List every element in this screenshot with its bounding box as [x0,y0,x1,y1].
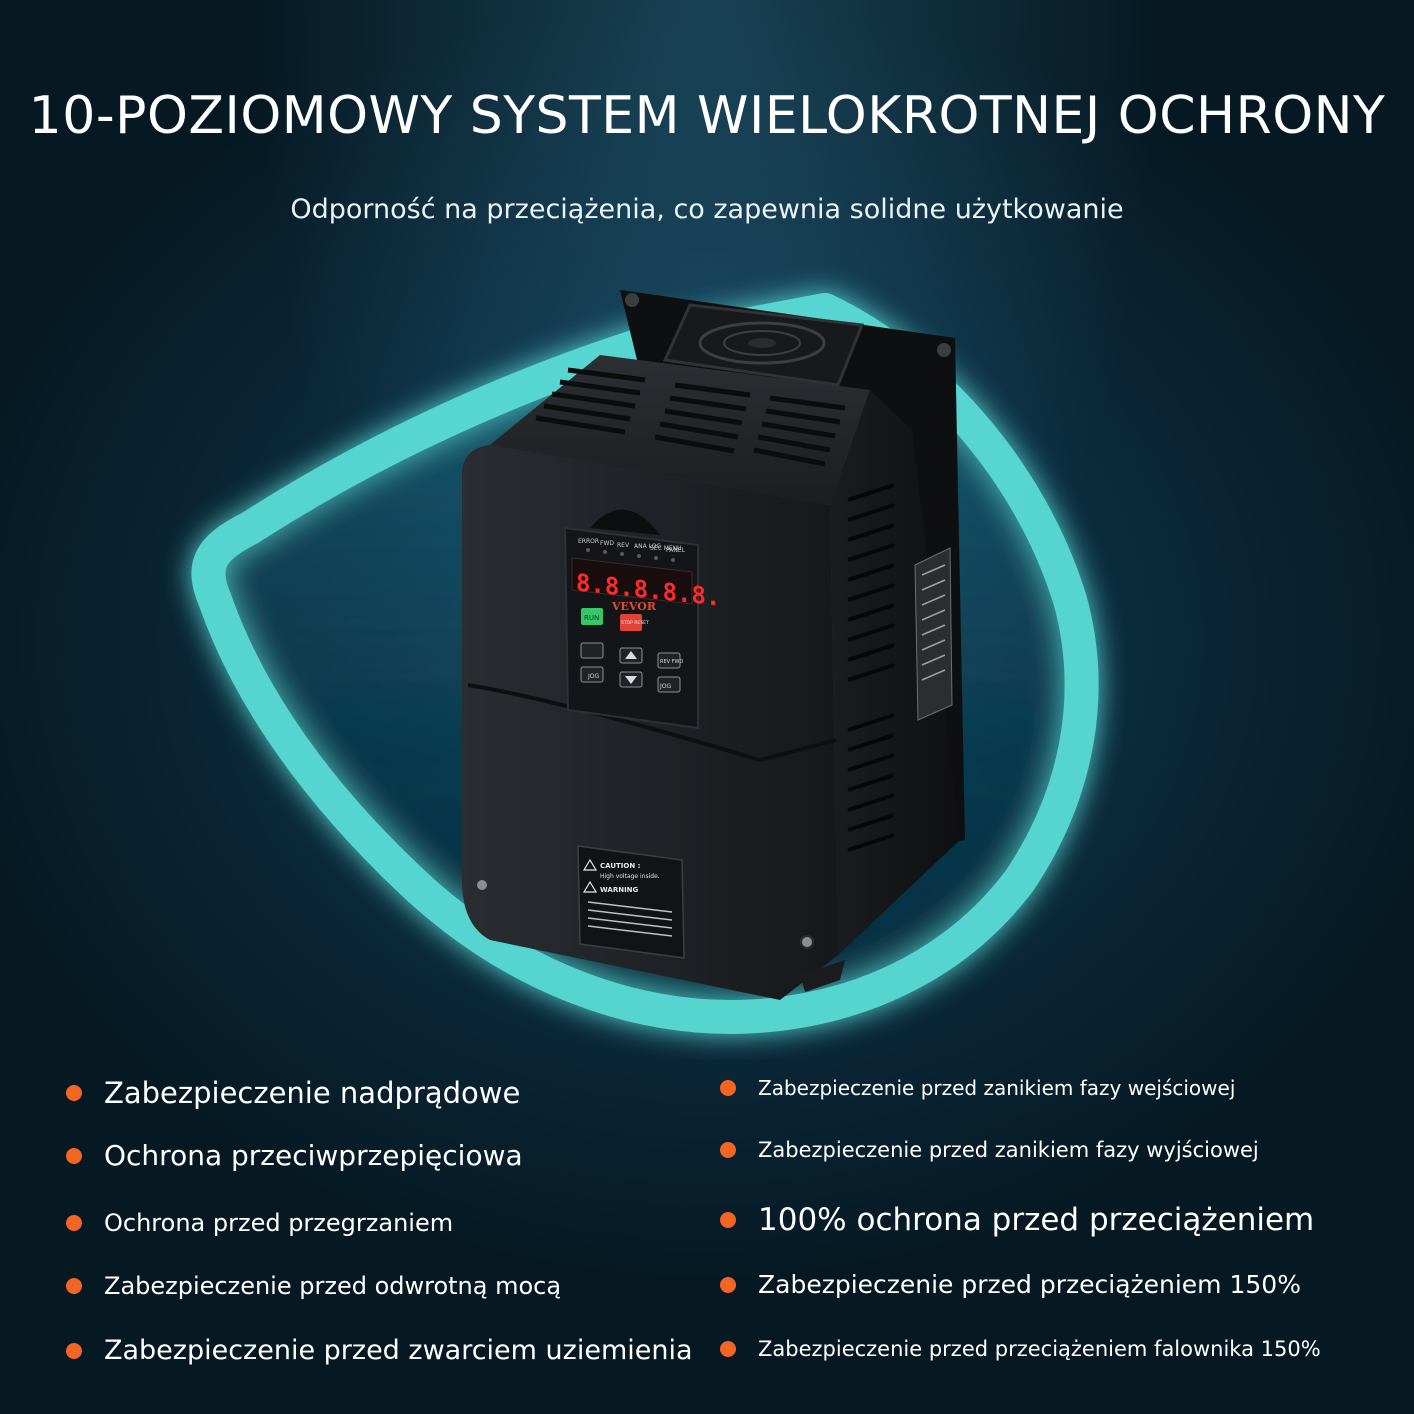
bullet-icon [720,1142,736,1158]
left-jog-key[interactable] [580,666,604,683]
feature-right-5: Zabezpieczenie przed przeciążeniem falow… [720,1337,1321,1361]
warning-triangle-icon [582,858,598,871]
indicator-panel: PANEL [666,547,686,554]
product-illustration: ERROR FWD REV ANA LOG SEC MENU PANEL 8.8… [191,290,1099,1034]
bullet-icon [66,1342,82,1359]
feature-text: Zabezpieczenie przed zwarciem uziemienia [104,1335,693,1366]
feature-list: Zabezpieczenie nadprądowe Ochrona przeci… [0,1060,1414,1390]
page-title: 10-POZIOMOWY SYSTEM WIELOKROTNEJ OCHRONY [28,86,1386,146]
brand-logo: VEVOR [611,600,657,613]
device-front [462,445,838,1000]
feature-text: Zabezpieczenie nadprądowe [104,1076,521,1110]
side-vents [847,483,895,852]
feature-right-1: Zabezpieczenie przed zanikiem fazy wejśc… [720,1076,1235,1100]
warning-triangle-icon-2 [582,880,598,893]
feature-text: 100% ochrona przed przeciążeniem [758,1202,1315,1238]
warning-label [577,845,685,959]
bullet-icon [66,1215,82,1231]
rev-fwd-label: REV FWD [660,659,683,665]
run-button[interactable] [581,608,603,625]
feature-left-1: Zabezpieczenie nadprądowe [66,1076,520,1110]
bullet-icon [720,1080,736,1096]
menu-key[interactable] [580,642,604,659]
warning-high-voltage: High voltage inside. [600,873,660,880]
feature-text: Zabezpieczenie przed zanikiem fazy wejśc… [758,1076,1236,1100]
feature-right-2: Zabezpieczenie przed zanikiem fazy wyjśc… [720,1138,1259,1162]
feature-text: Ochrona przeciwprzepięciowa [104,1139,523,1172]
feature-text: Zabezpieczenie przed przeciążeniem falow… [758,1337,1321,1361]
bullet-icon [66,1278,82,1294]
stop-label: STOP RESET [621,620,649,626]
bullet-icon [720,1212,736,1228]
feature-right-4: Zabezpieczenie przed przeciążeniem 150% [720,1270,1301,1299]
stop-reset-button[interactable] [620,614,642,631]
warning-title: WARNING [600,886,639,894]
feature-left-5: Zabezpieczenie przed zwarciem uziemienia [66,1335,693,1366]
rev-fwd-key[interactable] [657,652,681,669]
screw [475,878,489,892]
page-subtitle: Odporność na przeciążenia, co zapewnia s… [290,194,1124,225]
jog-label-right: JOG [659,683,671,690]
jog-label-left: JOG [587,673,599,680]
product-hero: ERROR FWD REV ANA LOG SEC MENU PANEL 8.8… [0,260,1414,1060]
indicator-rev: REV [617,542,630,549]
right-jog-key[interactable] [657,676,681,693]
indicator-fwd: FWD [600,540,614,547]
feature-text: Zabezpieczenie przed odwrotną mocą [104,1272,562,1300]
feature-text: Zabezpieczenie przed zanikiem fazy wyjśc… [758,1138,1259,1162]
feature-text: Ochrona przed przegrzaniem [104,1209,454,1237]
bullet-icon [66,1147,82,1164]
run-label: RUN [584,614,599,622]
top-vents [535,367,846,467]
warning-caution: CAUTION : [600,862,641,870]
feature-right-3: 100% ochrona przed przeciążeniem [720,1202,1314,1238]
indicator-error: ERROR [578,538,599,545]
feature-left-4: Zabezpieczenie przed odwrotną mocą [66,1272,561,1300]
bullet-icon [66,1085,82,1101]
spec-label [914,547,953,721]
feature-left-3: Ochrona przed przegrzaniem [66,1209,453,1237]
led-display [571,557,693,605]
bullet-icon [720,1276,736,1293]
feature-left-2: Ochrona przeciwprzepięciowa [66,1139,523,1172]
bullet-icon [720,1341,736,1357]
feature-text: Zabezpieczenie przed przeciążeniem 150% [758,1270,1301,1299]
indicator-secmenu: SEC MENU [650,545,682,552]
indicator-analog: ANA LOG [634,543,661,550]
screw [800,935,814,949]
